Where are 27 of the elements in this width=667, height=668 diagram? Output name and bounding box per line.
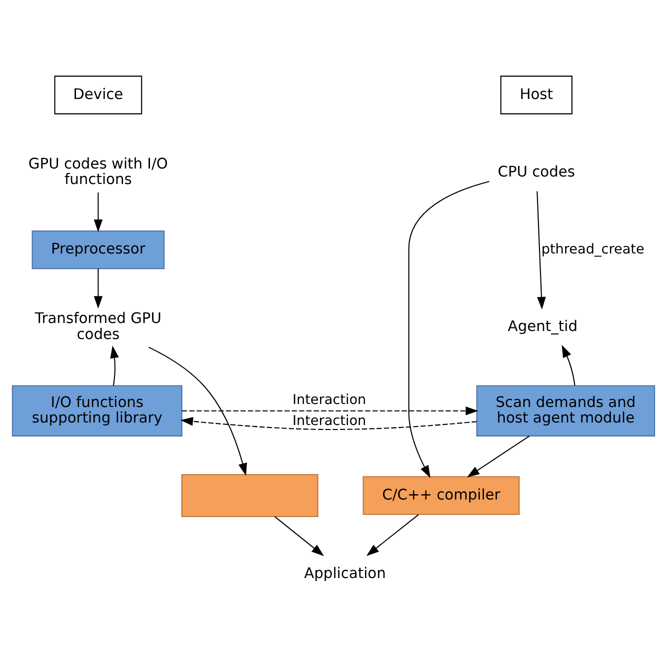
node-text: Application [304, 564, 386, 582]
node-box: Preprocessor [32, 230, 165, 269]
arrow [94, 192, 103, 232]
arrow [562, 344, 576, 386]
edge-label: Interaction [292, 391, 366, 408]
arrow [536, 190, 546, 310]
node-box: Device [54, 75, 142, 114]
node-box: Scan demands and host agent module [476, 384, 656, 436]
edge-label: pthread_create [541, 240, 644, 257]
node-text: CPU codes [498, 162, 576, 180]
arrow [180, 416, 477, 430]
node-text: Transformed GPU codes [34, 310, 162, 342]
arrow [148, 346, 247, 476]
arrow [274, 516, 324, 556]
arrow [182, 406, 478, 415]
node-box [181, 474, 318, 516]
node-box: Host [500, 75, 572, 114]
node-box: I/O functions supporting library [12, 384, 182, 436]
arrow [366, 514, 419, 556]
node-box: C/C++ compiler [362, 476, 520, 514]
arrow [466, 435, 530, 477]
arrow [408, 180, 490, 478]
node-text: Agent_tid [508, 318, 578, 335]
arrow [110, 345, 119, 386]
arrow [94, 268, 103, 308]
node-text: GPU codes with I/O functions [28, 154, 168, 188]
edge-label: Interaction [292, 412, 366, 428]
